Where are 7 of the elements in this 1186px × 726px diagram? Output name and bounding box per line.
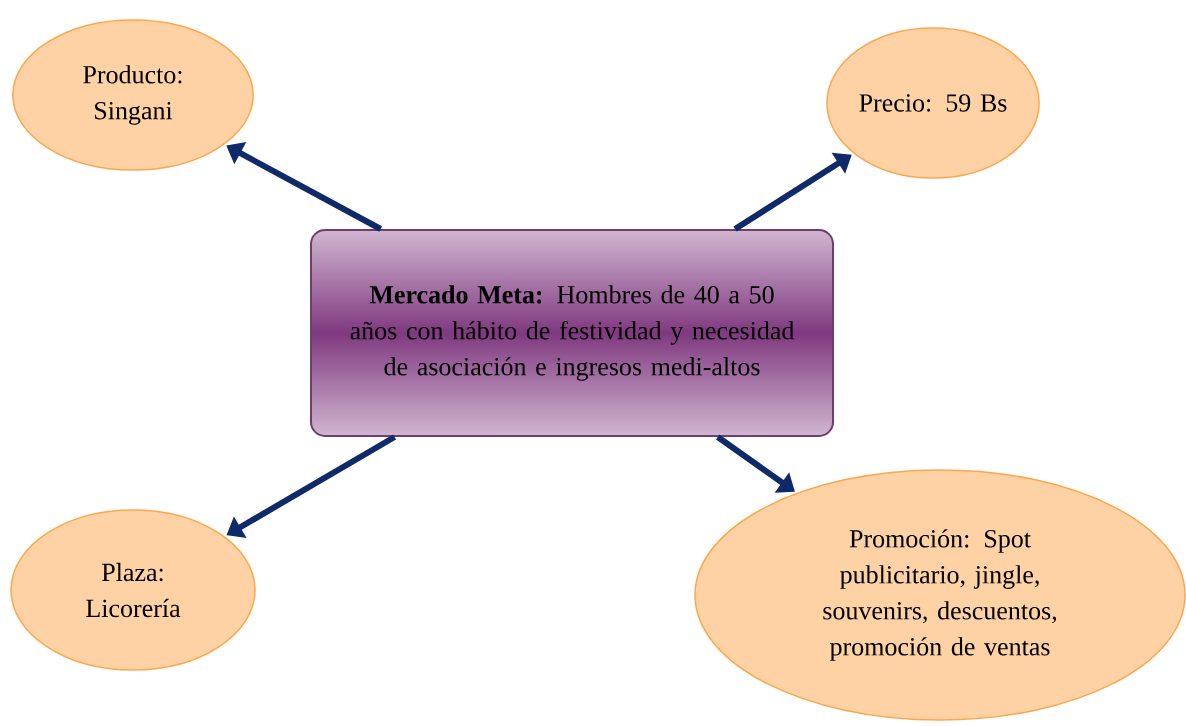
ellipse-node: Precio: 59 Bs [826, 27, 1040, 179]
ellipse-node: Producto: Singani [12, 19, 254, 171]
ellipse-node: Promoción: Spot publicitario, jingle, souvenirs, descuentos, promoción de ventas [694, 469, 1186, 721]
arrow [716, 434, 795, 493]
ellipse-node: Plaza: Licorería [10, 509, 256, 671]
target-market-box: Mercado Meta: Hombres de 40 a 50 años con hábito de festividad y necesidad de asociación e ingresos medi-altos [310, 229, 834, 437]
arrow [733, 152, 852, 232]
